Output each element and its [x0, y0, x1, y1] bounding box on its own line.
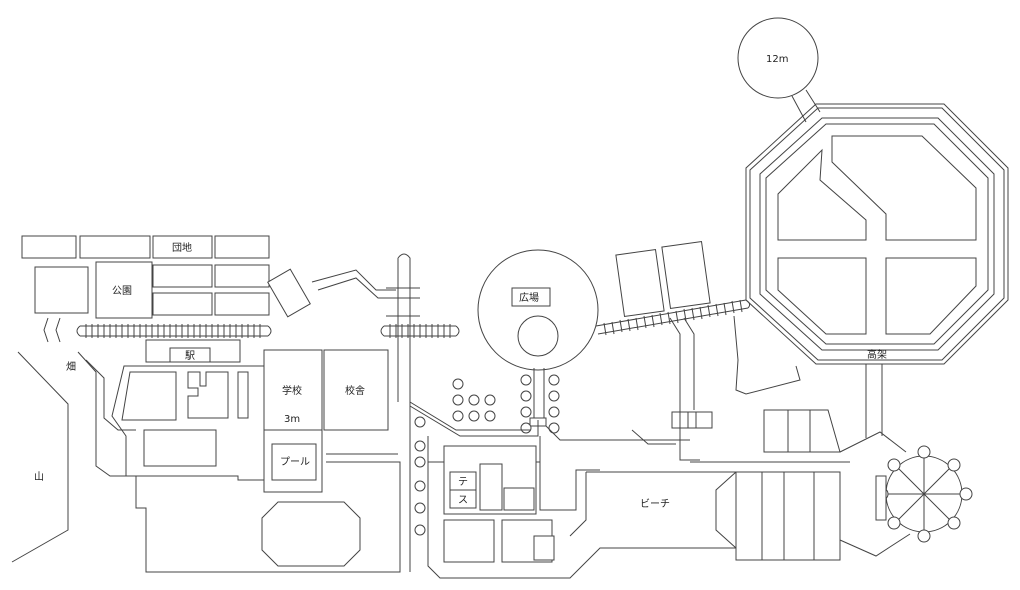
- koen-label: 公園: [112, 285, 132, 297]
- eki-label: 駅: [185, 350, 195, 362]
- danchi-label: 団地: [172, 241, 192, 254]
- yama-label: 山: [34, 471, 44, 483]
- koka-elevated-ring: [745, 103, 1009, 365]
- terrace-label-1: テ: [458, 477, 468, 488]
- pool-label: プール: [280, 456, 310, 468]
- gakko-building: [263, 349, 323, 431]
- hiroba-plaza: [477, 249, 599, 371]
- kosha-label: 校舎: [345, 384, 365, 397]
- beach-label: ビーチ: [640, 498, 670, 510]
- danchi-area: [21, 235, 270, 319]
- railway-mid: [380, 324, 460, 338]
- tower-12m: [737, 17, 819, 99]
- gakko-label: 学校: [282, 384, 302, 397]
- pool: [271, 443, 317, 481]
- trees: [414, 374, 560, 536]
- railway-east: [595, 299, 751, 336]
- koka-label: 高架: [867, 348, 887, 361]
- hiroba-label: 広場: [519, 291, 539, 304]
- hatake-label: 畑: [66, 360, 76, 373]
- koen-block: [95, 261, 153, 319]
- ferris-wheel: [875, 445, 973, 543]
- danchi-building: [152, 235, 213, 259]
- height-12m-label: 12m: [766, 54, 788, 65]
- height-3m-label: 3m: [284, 414, 300, 425]
- terrace-label-2: ス: [458, 495, 468, 506]
- railway-west: [76, 324, 272, 338]
- kosha-building: [323, 349, 389, 431]
